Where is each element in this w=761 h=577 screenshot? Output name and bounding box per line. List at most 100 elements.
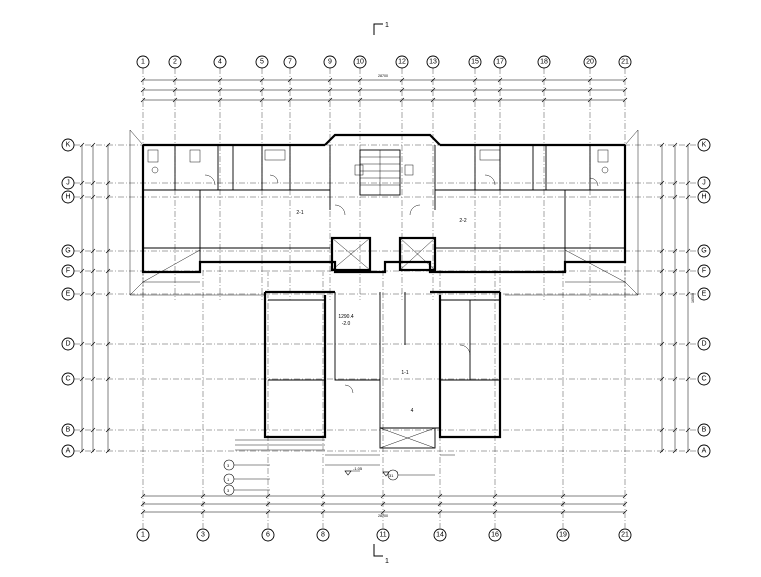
axis-top-2: 2 [168,55,182,69]
svg-text:5: 5 [260,59,264,66]
axis-top-7: 7 [283,55,297,69]
axis-right-A: A [697,444,711,458]
svg-text:F: F [66,268,70,275]
svg-text:21: 21 [621,59,629,66]
axis-top-1: 1 [136,55,150,69]
svg-text:15: 15 [471,59,479,66]
axis-top-18: 18 [537,55,551,69]
axis-right-G: G [697,244,711,258]
svg-text:E: E [66,291,71,298]
svg-text:G: G [65,248,70,255]
svg-text:D: D [65,341,70,348]
axis-right-E: E [697,287,711,301]
axis-bottom-21: 21 [618,528,632,542]
axis-left-H: H [61,190,75,204]
svg-text:C: C [65,376,70,383]
axis-right-C: C [697,372,711,386]
room-label-unit-left: 2-1 [296,210,303,216]
svg-text:16: 16 [491,532,499,539]
axis-top-20: 20 [583,55,597,69]
svg-text:C: C [701,376,706,383]
svg-text:13: 13 [429,59,437,66]
svg-text:1: 1 [141,532,145,539]
svg-text:8: 8 [321,532,325,539]
axis-left-B: B [61,423,75,437]
axis-left-C: C [61,372,75,386]
section-mark-top: 1 [373,22,389,35]
room-area-label: 1290.4 [338,314,354,320]
index-d: 31 [389,473,394,478]
svg-text:F: F [702,268,706,275]
axis-left-E: E [61,287,75,301]
axis-top-17: 17 [493,55,507,69]
elevation-mark-left: -1.05 [344,466,363,476]
axis-right-F: F [697,264,711,278]
section-mark-top-label: 1 [385,22,389,29]
svg-text:K: K [702,142,707,149]
svg-text:6: 6 [266,532,270,539]
building-walls [129,129,639,466]
dimension-lines [81,79,689,513]
axis-top-21: 21 [618,55,632,69]
axis-bottom-1: 1 [136,528,150,542]
axis-right-D: D [697,337,711,351]
svg-text:1: 1 [141,59,145,66]
axis-left-K: K [61,138,75,152]
svg-text:J: J [702,180,706,187]
svg-text:10: 10 [356,59,364,66]
svg-text:A: A [702,448,707,455]
detail-index-group: 3 1 3 31 [223,459,435,496]
axis-top-10: 10 [353,55,367,69]
section-mark-bottom-label: 1 [385,558,389,565]
axis-bottom-19: 19 [556,528,570,542]
dimension-ticks [79,77,691,515]
axis-bottom-14: 14 [433,528,447,542]
axis-top-13: 13 [426,55,440,69]
axis-left-D: D [61,337,75,351]
svg-text:B: B [702,427,707,434]
svg-text:4: 4 [218,59,222,66]
svg-text:17: 17 [496,59,504,66]
axis-left-G: G [61,244,75,258]
axis-top-5: 5 [255,55,269,69]
axis-bottom-6: 6 [261,528,275,542]
svg-text:11: 11 [379,532,386,539]
axis-right-B: B [697,423,711,437]
section-mark-bottom: 1 [373,544,389,565]
svg-text:20: 20 [586,59,594,66]
svg-text:7: 7 [288,59,292,66]
svg-text:2: 2 [173,59,177,66]
svg-text:19: 19 [559,532,567,539]
svg-text:14: 14 [436,532,444,539]
axis-top-15: 15 [468,55,482,69]
axis-bottom-16: 16 [488,528,502,542]
dim-top-overall: 28700 [378,74,388,78]
dim-right-overall: 16500 [691,293,695,303]
room-label-unit-center: 1-1 [401,370,408,376]
svg-text:18: 18 [540,59,548,66]
index-c: 3 [227,488,230,493]
room-label-center-number: 4 [411,408,414,414]
room-label-unit-right: 2-2 [459,218,466,224]
axis-top-12: 12 [395,55,409,69]
axis-bottom-8: 8 [316,528,330,542]
svg-text:12: 12 [398,59,406,66]
svg-text:D: D [701,341,706,348]
index-b: 1 [227,477,230,482]
index-a: 3 [227,463,230,468]
axis-right-J: J [697,176,711,190]
svg-text:K: K [66,142,71,149]
svg-text:J: J [66,180,70,187]
room-area-sub: -2.0 [342,321,351,327]
svg-text:H: H [65,194,70,201]
axis-left-J: J [61,176,75,190]
svg-text:A: A [66,448,71,455]
svg-text:21: 21 [621,532,629,539]
elevation-left-label: -1.05 [353,466,363,471]
svg-text:9: 9 [328,59,332,66]
axis-left-A: A [61,444,75,458]
svg-text:H: H [701,194,706,201]
axis-top-4: 4 [213,55,227,69]
